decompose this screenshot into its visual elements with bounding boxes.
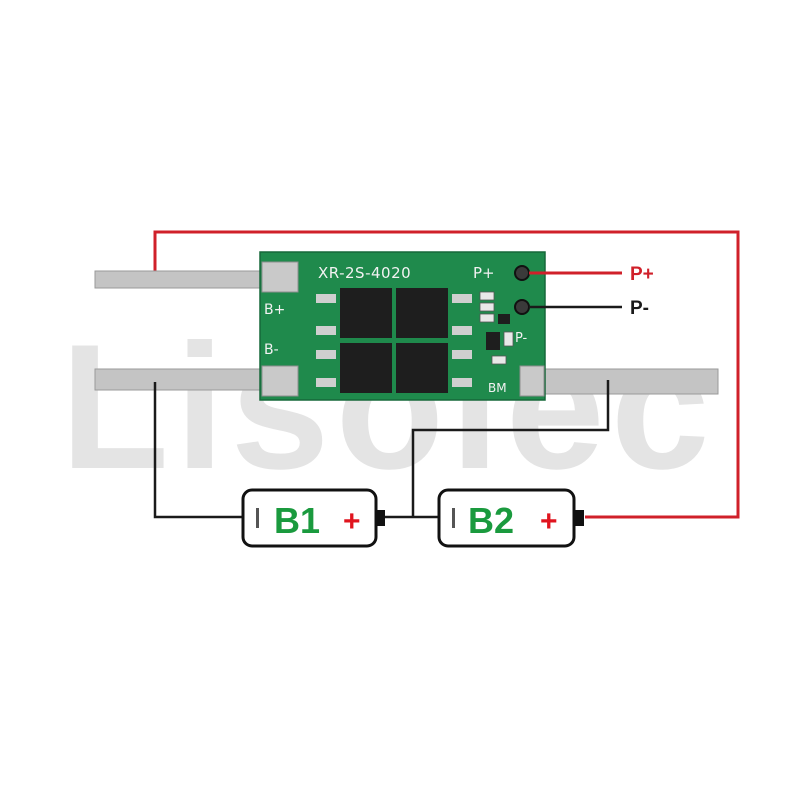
nickel-strip-b-plus xyxy=(94,270,271,289)
battery-b2: B2 + xyxy=(437,488,584,548)
pad-b-minus xyxy=(261,365,299,397)
battery-b1-label: B1 xyxy=(274,500,320,541)
battery-b1-terminal xyxy=(376,510,385,526)
battery-b1-minus-mark xyxy=(256,508,259,528)
output-label-p-plus: P+ xyxy=(630,264,654,285)
battery-b1: B1 + xyxy=(241,488,385,548)
mosfet-lead xyxy=(452,350,472,359)
pad-label-b-minus: B- xyxy=(264,342,279,358)
mosfet-lead xyxy=(316,378,336,387)
mosfet-lead xyxy=(316,350,336,359)
pad-label-b-plus: B+ xyxy=(264,302,285,318)
positive-loop-wire xyxy=(153,230,740,519)
battery-b2-terminal xyxy=(574,510,584,526)
pad-label-bm: BM xyxy=(488,381,507,395)
mosfet-chip xyxy=(396,343,448,393)
mosfet-chip xyxy=(340,288,392,338)
pad-label-p-minus: P- xyxy=(515,331,528,346)
pad-label-p-plus: P+ xyxy=(473,264,495,282)
mosfet-group xyxy=(316,288,472,393)
nickel-strip-bm xyxy=(519,368,719,395)
pad-b-plus xyxy=(261,261,299,293)
mosfet-lead xyxy=(316,294,336,303)
mosfet-chip xyxy=(396,288,448,338)
wire-b-minus-to-b1 xyxy=(153,382,243,519)
board-model-label: XR-2S-4020 xyxy=(318,264,411,282)
battery-b2-minus-mark xyxy=(452,508,455,528)
smd-components xyxy=(479,291,514,365)
mosfet-lead xyxy=(452,326,472,335)
mosfet-chip xyxy=(340,343,392,393)
mosfet-lead xyxy=(452,294,472,303)
wire-bm-to-midpoint xyxy=(411,380,610,517)
mosfet-lead xyxy=(452,378,472,387)
battery-b1-plus-sign: + xyxy=(343,505,361,538)
battery-b2-plus-sign: + xyxy=(540,505,558,538)
output-label-p-minus: P- xyxy=(630,298,649,319)
battery-b2-label: B2 xyxy=(468,500,514,541)
pad-bm xyxy=(519,365,545,397)
nickel-strip-b-minus xyxy=(94,368,271,391)
terminal-p-plus xyxy=(514,265,530,281)
mosfet-lead xyxy=(316,326,336,335)
terminal-p-minus xyxy=(514,299,530,315)
